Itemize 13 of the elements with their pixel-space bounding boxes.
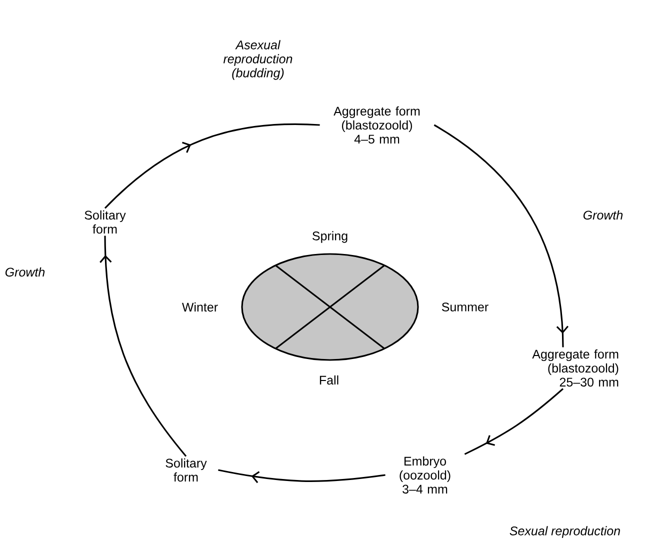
- season-label: Spring: [312, 231, 348, 243]
- season-label: Summer: [442, 302, 488, 312]
- stage-label: Aggregate form (blastozoold) 25–30 mm: [532, 349, 618, 387]
- stage-label: Aggregate form (blastozoold) 4–5 mm: [334, 106, 420, 144]
- season-label: Fall: [320, 375, 338, 385]
- stage-label: Solitary form: [166, 458, 207, 482]
- edge-label: Asexual reproduction (budding): [223, 40, 292, 80]
- season-label: Winter: [182, 302, 218, 312]
- edge-label: Growth: [583, 210, 623, 220]
- stage-label: Embryo (oozoold) 3–4 mm: [400, 456, 450, 494]
- edge-label: Growth: [5, 267, 45, 277]
- process-label: Sexual reproduction: [510, 526, 620, 538]
- stage-label: Solitary form: [84, 210, 126, 234]
